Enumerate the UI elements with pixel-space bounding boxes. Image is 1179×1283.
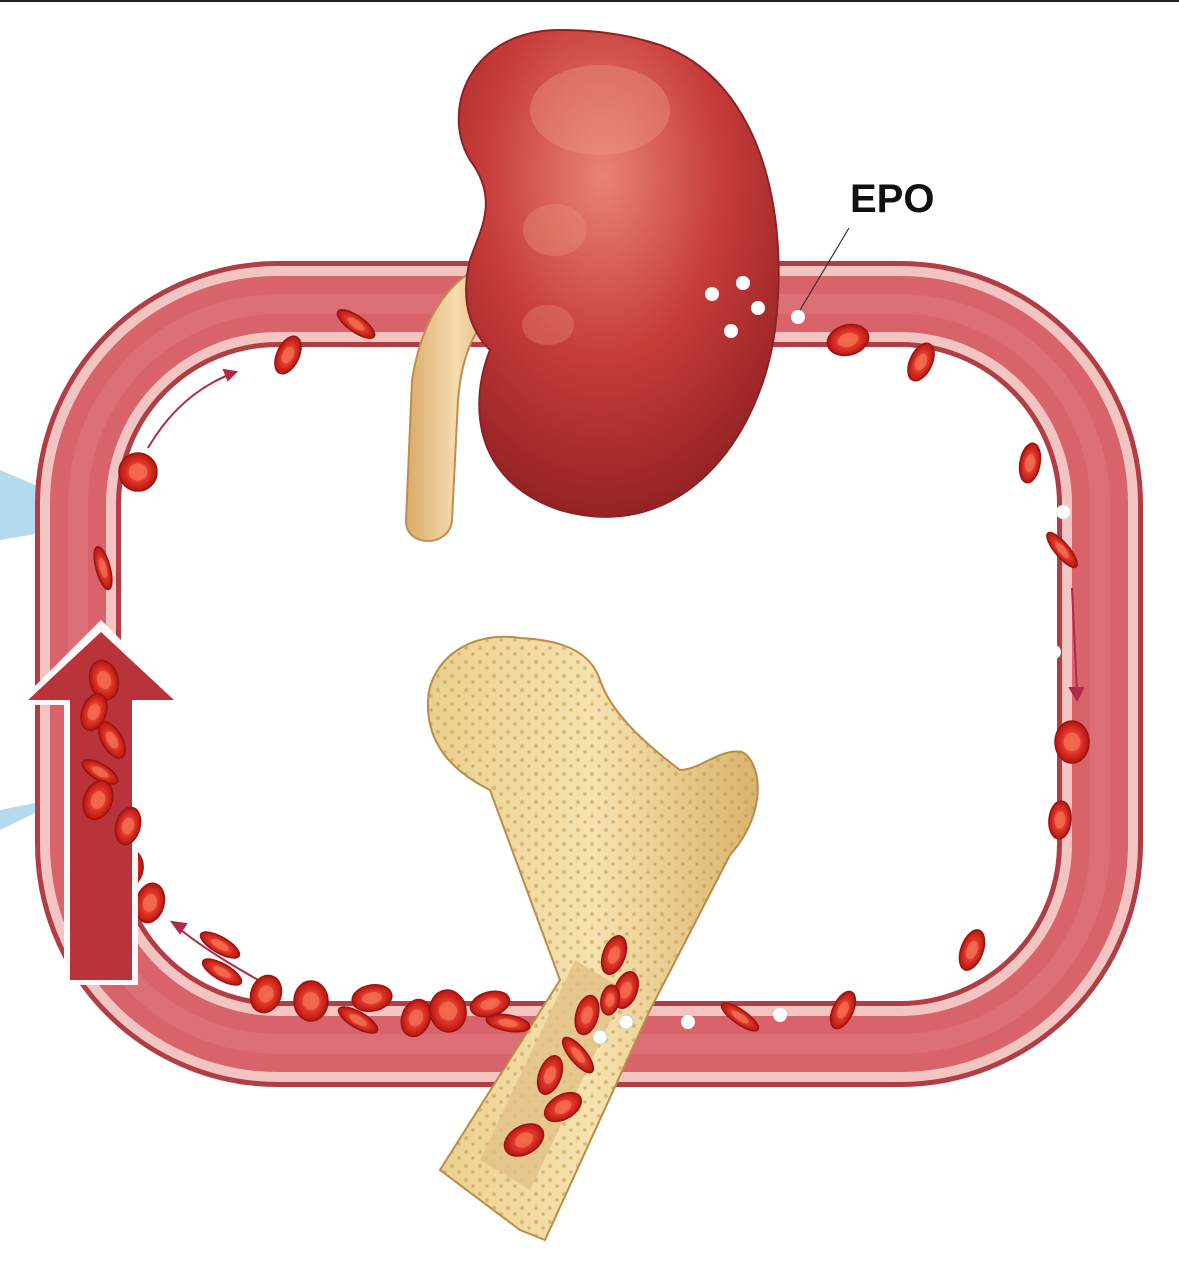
red-blood-cell-icon <box>294 981 328 1021</box>
femur-bone-icon <box>428 637 758 1240</box>
red-blood-cell-icon <box>1055 721 1089 763</box>
red-blood-cell-icon <box>1017 442 1044 485</box>
kidney-icon <box>406 30 779 541</box>
epo-label: EPO <box>850 177 934 221</box>
red-blood-cell-icon <box>954 927 989 974</box>
red-blood-cell-icon <box>119 453 157 491</box>
